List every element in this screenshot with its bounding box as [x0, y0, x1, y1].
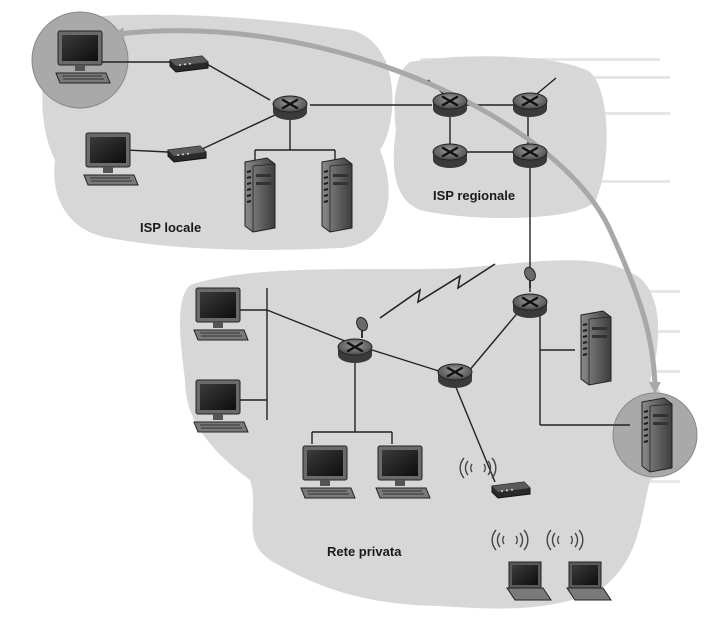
- server-tower-icon: [580, 310, 612, 386]
- flow-arrow: [112, 27, 661, 394]
- region-label-isp-regionale: ISP regionale: [433, 188, 515, 203]
- desktop-icon: [193, 379, 249, 433]
- router-icon: [436, 362, 474, 390]
- region-label-rete-privata: Rete privata: [327, 544, 402, 559]
- server-tower-icon: [244, 157, 276, 233]
- client-desktop-icon: [55, 30, 111, 84]
- desktop-icon: [193, 287, 249, 341]
- router-icon: [431, 91, 469, 119]
- router-icon: [336, 337, 374, 365]
- desktop-icon: [375, 445, 431, 499]
- web-server-icon: [641, 397, 673, 473]
- router-icon: [431, 142, 469, 170]
- server-tower-icon: [321, 157, 353, 233]
- router-icon: [511, 91, 549, 119]
- region-label-isp-locale: ISP locale: [140, 220, 201, 235]
- router-icon: [511, 292, 549, 320]
- desktop-icon: [83, 132, 139, 186]
- router-icon: [271, 94, 309, 122]
- router-icon: [511, 142, 549, 170]
- desktop-icon: [300, 445, 356, 499]
